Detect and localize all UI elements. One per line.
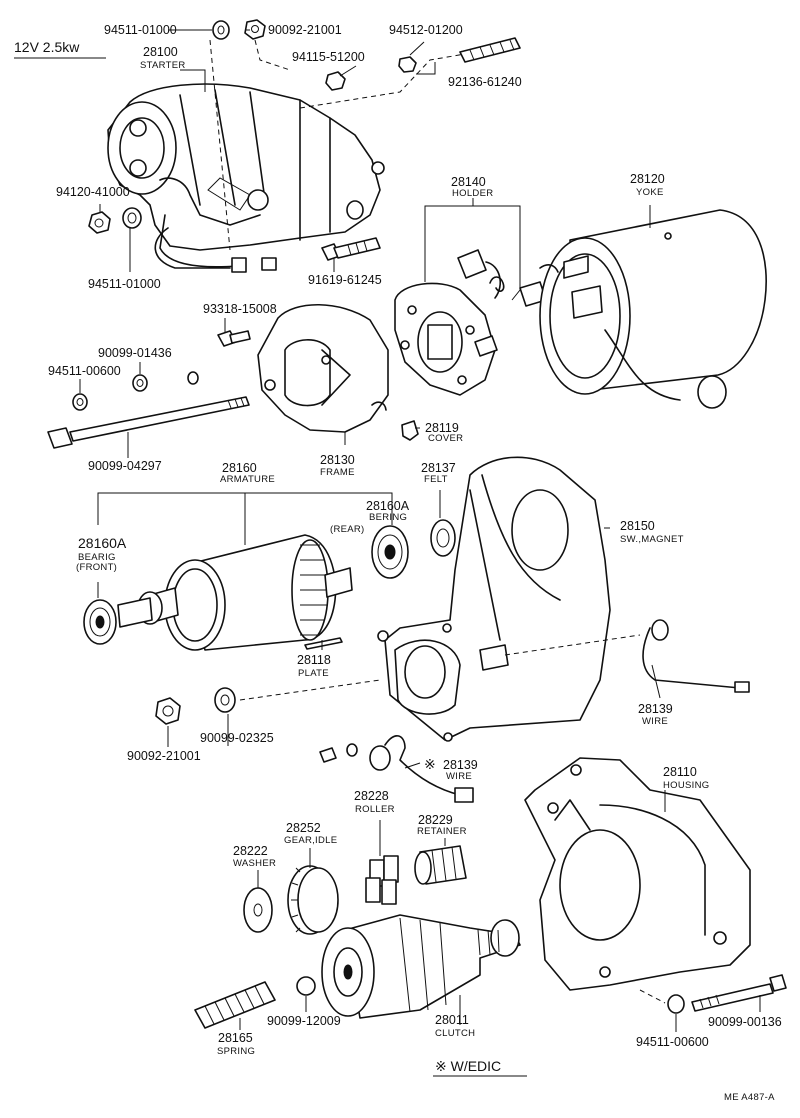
spec-label: 12V 2.5kw [14, 39, 80, 55]
part-28222: 28222 [233, 844, 268, 858]
part-28100: 28100 [143, 45, 178, 59]
name-cover: COVER [428, 433, 463, 444]
bottom-bolt-drawing [639, 974, 787, 1014]
part-28160A-front: 28160A [78, 535, 127, 551]
screw-drawing [217, 330, 251, 347]
name-yoke: YOKE [636, 187, 664, 198]
name-bearig: BEARIG [78, 552, 116, 563]
part-28119: 28119 [425, 421, 459, 435]
part-28252: 28252 [286, 821, 321, 835]
name-holder: HOLDER [452, 188, 493, 199]
wire-note-mark: ※ [424, 756, 436, 772]
part-93318-15008: 93318-15008 [203, 302, 277, 316]
gear-parts-drawing [243, 845, 467, 935]
part-28229: 28229 [418, 813, 453, 827]
lower-nuts-drawing [155, 679, 381, 725]
brush-holder-drawing [394, 249, 547, 396]
yoke-drawing [539, 209, 767, 409]
part-94511-00600-bot: 94511-00600 [636, 1035, 709, 1049]
part-28118: 28118 [297, 653, 331, 667]
cover-drawing [401, 420, 419, 441]
part-28150: 28150 [620, 519, 655, 533]
bolt-drawing [321, 237, 381, 261]
plate-drawing [304, 637, 343, 650]
part-94120-41000: 94120-41000 [56, 185, 130, 199]
bearings-drawing [83, 519, 456, 645]
part-28120: 28120 [630, 172, 665, 186]
part-91619-61245: 91619-61245 [308, 273, 382, 287]
name-clutch: CLUTCH [435, 1028, 475, 1039]
part-94512-01200: 94512-01200 [389, 23, 463, 37]
name-retainer: RETAINER [417, 826, 467, 837]
part-90099-00136: 90099-00136 [708, 1015, 782, 1029]
part-90099-02325: 90099-02325 [200, 731, 274, 745]
part-28228: 28228 [354, 789, 389, 803]
leader-lines [79, 29, 761, 1032]
name-felt: FELT [424, 474, 448, 485]
magnet-switch-drawing [377, 456, 750, 742]
armature-drawing [117, 534, 353, 651]
part-94511-00600-mid: 94511-00600 [48, 364, 121, 378]
part-94115-51200: 94115-51200 [292, 50, 365, 64]
spring-drawing [194, 976, 316, 1029]
footnote-w-edic: ※ W/EDIC [435, 1058, 501, 1074]
housing-drawing [524, 757, 751, 991]
part-28140: 28140 [451, 175, 486, 189]
part-92136-61240: 92136-61240 [448, 75, 522, 89]
part-90092-21001-mid: 90092-21001 [127, 749, 201, 763]
part-94511-01000-top: 94511-01000 [104, 23, 177, 37]
wire-mid-drawing [319, 735, 474, 803]
part-28011: 28011 [435, 1013, 469, 1027]
name-plate: PLATE [298, 668, 329, 679]
name-frame: FRAME [320, 467, 355, 478]
name-rear: (REAR) [330, 524, 365, 535]
name-starter: STARTER [140, 60, 186, 71]
name-housing: HOUSING [663, 780, 709, 791]
name-bering: BERING [369, 512, 407, 523]
name-wire-mid: WIRE [446, 771, 472, 782]
labels: 12V 2.5kw 94511-01000 90092-21001 94512-… [14, 23, 782, 1103]
part-28137: 28137 [421, 461, 456, 475]
part-28160A-rear: 28160A [366, 499, 410, 513]
part-28130: 28130 [320, 453, 355, 467]
part-90099-04297: 90099-04297 [88, 459, 162, 473]
name-gear-idle: GEAR,IDLE [284, 835, 337, 846]
part-28110: 28110 [663, 765, 697, 779]
top-hardware-drawing [209, 19, 521, 251]
name-spring: SPRING [217, 1046, 255, 1057]
name-sw-magnet: SW.,MAGNET [620, 534, 684, 545]
diagram-code: ME A487-A [724, 1092, 775, 1103]
name-wire-right: WIRE [642, 716, 668, 727]
part-90099-01436: 90099-01436 [98, 346, 172, 360]
starter-assembly-drawing [107, 47, 501, 273]
frame-drawing [257, 303, 389, 433]
part-90092-21001-top: 90092-21001 [268, 23, 342, 37]
through-bolt-drawing [47, 371, 250, 449]
name-armature: ARMATURE [220, 474, 275, 485]
part-28160: 28160 [222, 461, 257, 475]
name-front: (FRONT) [76, 562, 117, 573]
part-28139-right: 28139 [638, 702, 673, 716]
part-28165: 28165 [218, 1031, 253, 1045]
name-washer: WASHER [233, 858, 276, 869]
part-28139-mid: 28139 [443, 758, 478, 772]
name-roller: ROLLER [355, 804, 395, 815]
left-nuts-drawing [88, 207, 142, 234]
clutch-drawing [321, 914, 521, 1019]
part-94511-01000-mid: 94511-01000 [88, 277, 161, 291]
part-90099-12009: 90099-12009 [267, 1014, 341, 1028]
